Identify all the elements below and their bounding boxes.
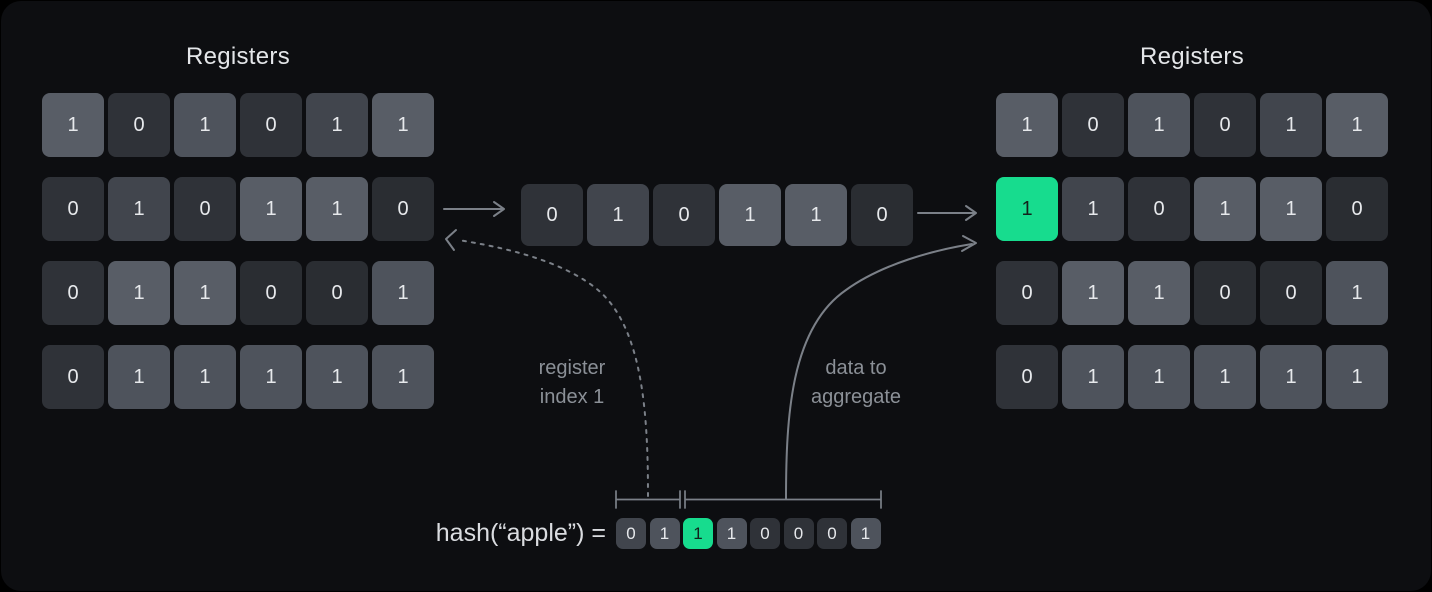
register-cell: 1 [1260, 93, 1322, 157]
register-cell: 1 [174, 261, 236, 325]
register-cell: 1 [1128, 93, 1190, 157]
right-registers-title: Registers [1139, 43, 1245, 70]
register-cell: 1 [1260, 177, 1322, 241]
register-cell: 0 [42, 177, 104, 241]
register-cell: 0 [817, 518, 847, 549]
register-cell: 1 [587, 184, 649, 246]
data-aggregate-label-line1: data to [825, 357, 887, 379]
register-cell: 0 [306, 261, 368, 325]
register-cell: 1 [785, 184, 847, 246]
register-cell: 1 [372, 345, 434, 409]
register-index-label-line2: index 1 [539, 386, 605, 408]
register-cell: 1 [108, 345, 170, 409]
register-cell: 1 [719, 184, 781, 246]
register-cell: 0 [174, 177, 236, 241]
register-cell: 1 [850, 518, 881, 549]
register-cell: 0 [783, 518, 814, 549]
register-cell: 0 [616, 518, 646, 549]
register-cell: 1 [1062, 177, 1124, 241]
register-cell: 1 [1128, 261, 1190, 325]
register-index-label: register index 1 [507, 354, 637, 412]
register-cell: 0 [240, 93, 302, 157]
register-cell: 0 [108, 93, 170, 157]
register-cell: 1 [240, 345, 302, 409]
register-cell: 1 [108, 261, 170, 325]
register-cell: 0 [42, 261, 104, 325]
register-cell: 1 [174, 345, 236, 409]
register-cell: 0 [521, 184, 583, 246]
register-cell: 1 [306, 177, 368, 241]
register-cell: 1 [108, 177, 170, 241]
register-cell: 0 [372, 177, 434, 241]
register-cell: 1 [306, 93, 368, 157]
register-cell: 0 [996, 261, 1058, 325]
register-cell: 0 [996, 345, 1058, 409]
register-cell: 0 [851, 184, 913, 246]
register-cell-highlighted: 1 [996, 177, 1058, 241]
register-cell: 0 [1326, 177, 1388, 241]
register-cell: 1 [306, 345, 368, 409]
left-registers-title: Registers [185, 43, 291, 70]
register-cell-highlighted: 1 [683, 518, 713, 549]
register-cell: 1 [1260, 345, 1322, 409]
register-cell: 1 [42, 93, 104, 157]
register-cell: 1 [174, 93, 236, 157]
register-cell: 0 [1260, 261, 1322, 325]
register-cell: 0 [1194, 261, 1256, 325]
register-cell: 1 [716, 518, 747, 549]
register-cell: 1 [1194, 345, 1256, 409]
register-cell: 0 [750, 518, 780, 549]
register-cell: 0 [1128, 177, 1190, 241]
register-cell: 0 [1062, 93, 1124, 157]
register-cell: 1 [1326, 345, 1388, 409]
register-cell: 1 [1062, 345, 1124, 409]
data-aggregate-label-line2: aggregate [810, 386, 902, 408]
register-cell: 1 [372, 93, 434, 157]
data-aggregate-label: data to aggregate [791, 354, 921, 412]
hash-expression: hash(“apple”) = [435, 519, 606, 547]
register-cell: 1 [1128, 345, 1190, 409]
register-cell: 1 [1194, 177, 1256, 241]
register-cell: 0 [653, 184, 715, 246]
register-cell: 1 [649, 518, 680, 549]
register-cell: 1 [240, 177, 302, 241]
register-cell: 0 [42, 345, 104, 409]
register-cell: 0 [240, 261, 302, 325]
register-cell: 0 [1194, 93, 1256, 157]
register-cell: 1 [1326, 261, 1388, 325]
register-cell: 1 [1062, 261, 1124, 325]
register-cell: 1 [1326, 93, 1388, 157]
register-index-label-line1: register [538, 357, 606, 379]
register-cell: 1 [372, 261, 434, 325]
register-cell: 1 [996, 93, 1058, 157]
